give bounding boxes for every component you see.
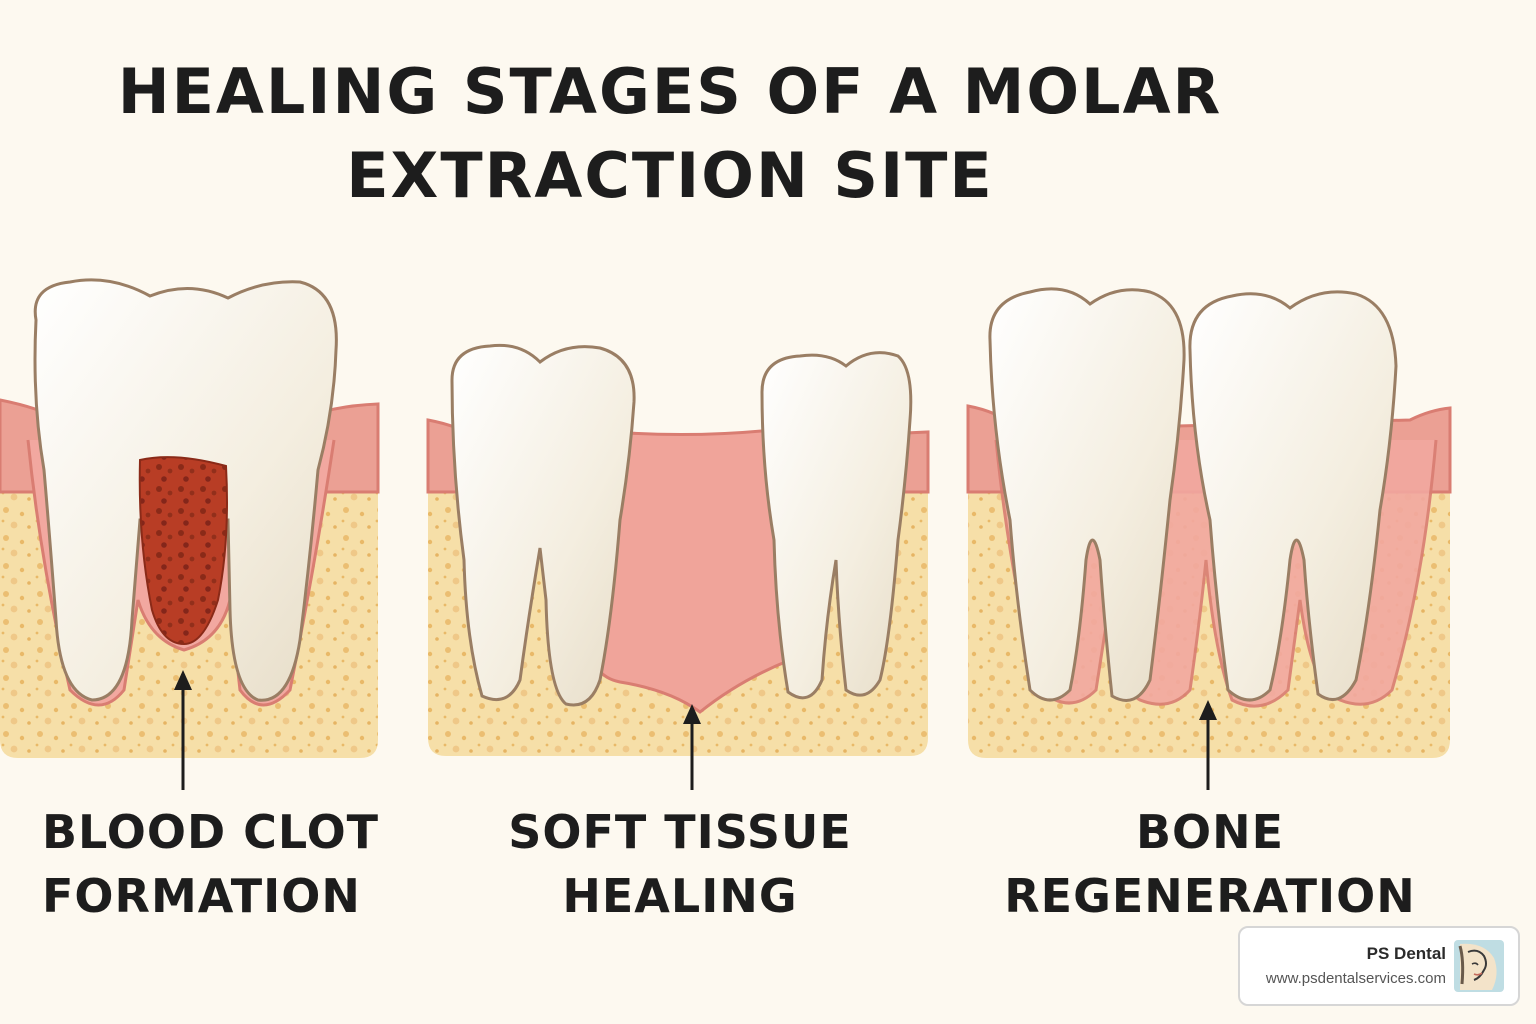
tooth-left [450,343,636,707]
stage-label-blood-clot: BLOOD CLOT FORMATION [10,800,402,928]
stage-label-soft-tissue: SOFT TISSUE HEALING [480,800,880,928]
stage-label-line: SOFT TISSUE [508,805,852,859]
arrow-head [174,670,192,690]
face-profile-icon [1454,940,1504,992]
panel-soft-tissue [426,343,930,790]
stage-label-line: BLOOD CLOT [42,805,380,859]
stage-label-line: HEALING [562,869,798,923]
diagram-title: HEALING STAGES OF A MOLAR EXTRACTION SIT… [0,50,1340,218]
panel-bone-regeneration [966,287,1452,790]
arrow-head [1199,700,1217,720]
brand-name: PS Dental [1366,944,1446,963]
title-line-2: EXTRACTION SITE [346,139,994,212]
stage-label-line: FORMATION [42,869,361,923]
brand-url[interactable]: www.psdentalservices.com [1265,970,1446,987]
panel-blood-clot [0,278,380,790]
stage-label-bone-regeneration: BONE REGENERATION [1000,800,1420,928]
title-line-1: HEALING STAGES OF A MOLAR [117,55,1223,128]
blood-clot [138,456,228,646]
brand-badge[interactable]: PS Dental www.psdentalservices.com [1238,926,1520,1006]
arrow-head [683,704,701,724]
stage-label-line: REGENERATION [1004,869,1416,923]
tooth-right [760,351,913,700]
stage-label-line: BONE [1135,805,1285,859]
healing-tissue [588,426,792,714]
tooth-left [988,287,1186,702]
tooth-right [1188,290,1398,702]
